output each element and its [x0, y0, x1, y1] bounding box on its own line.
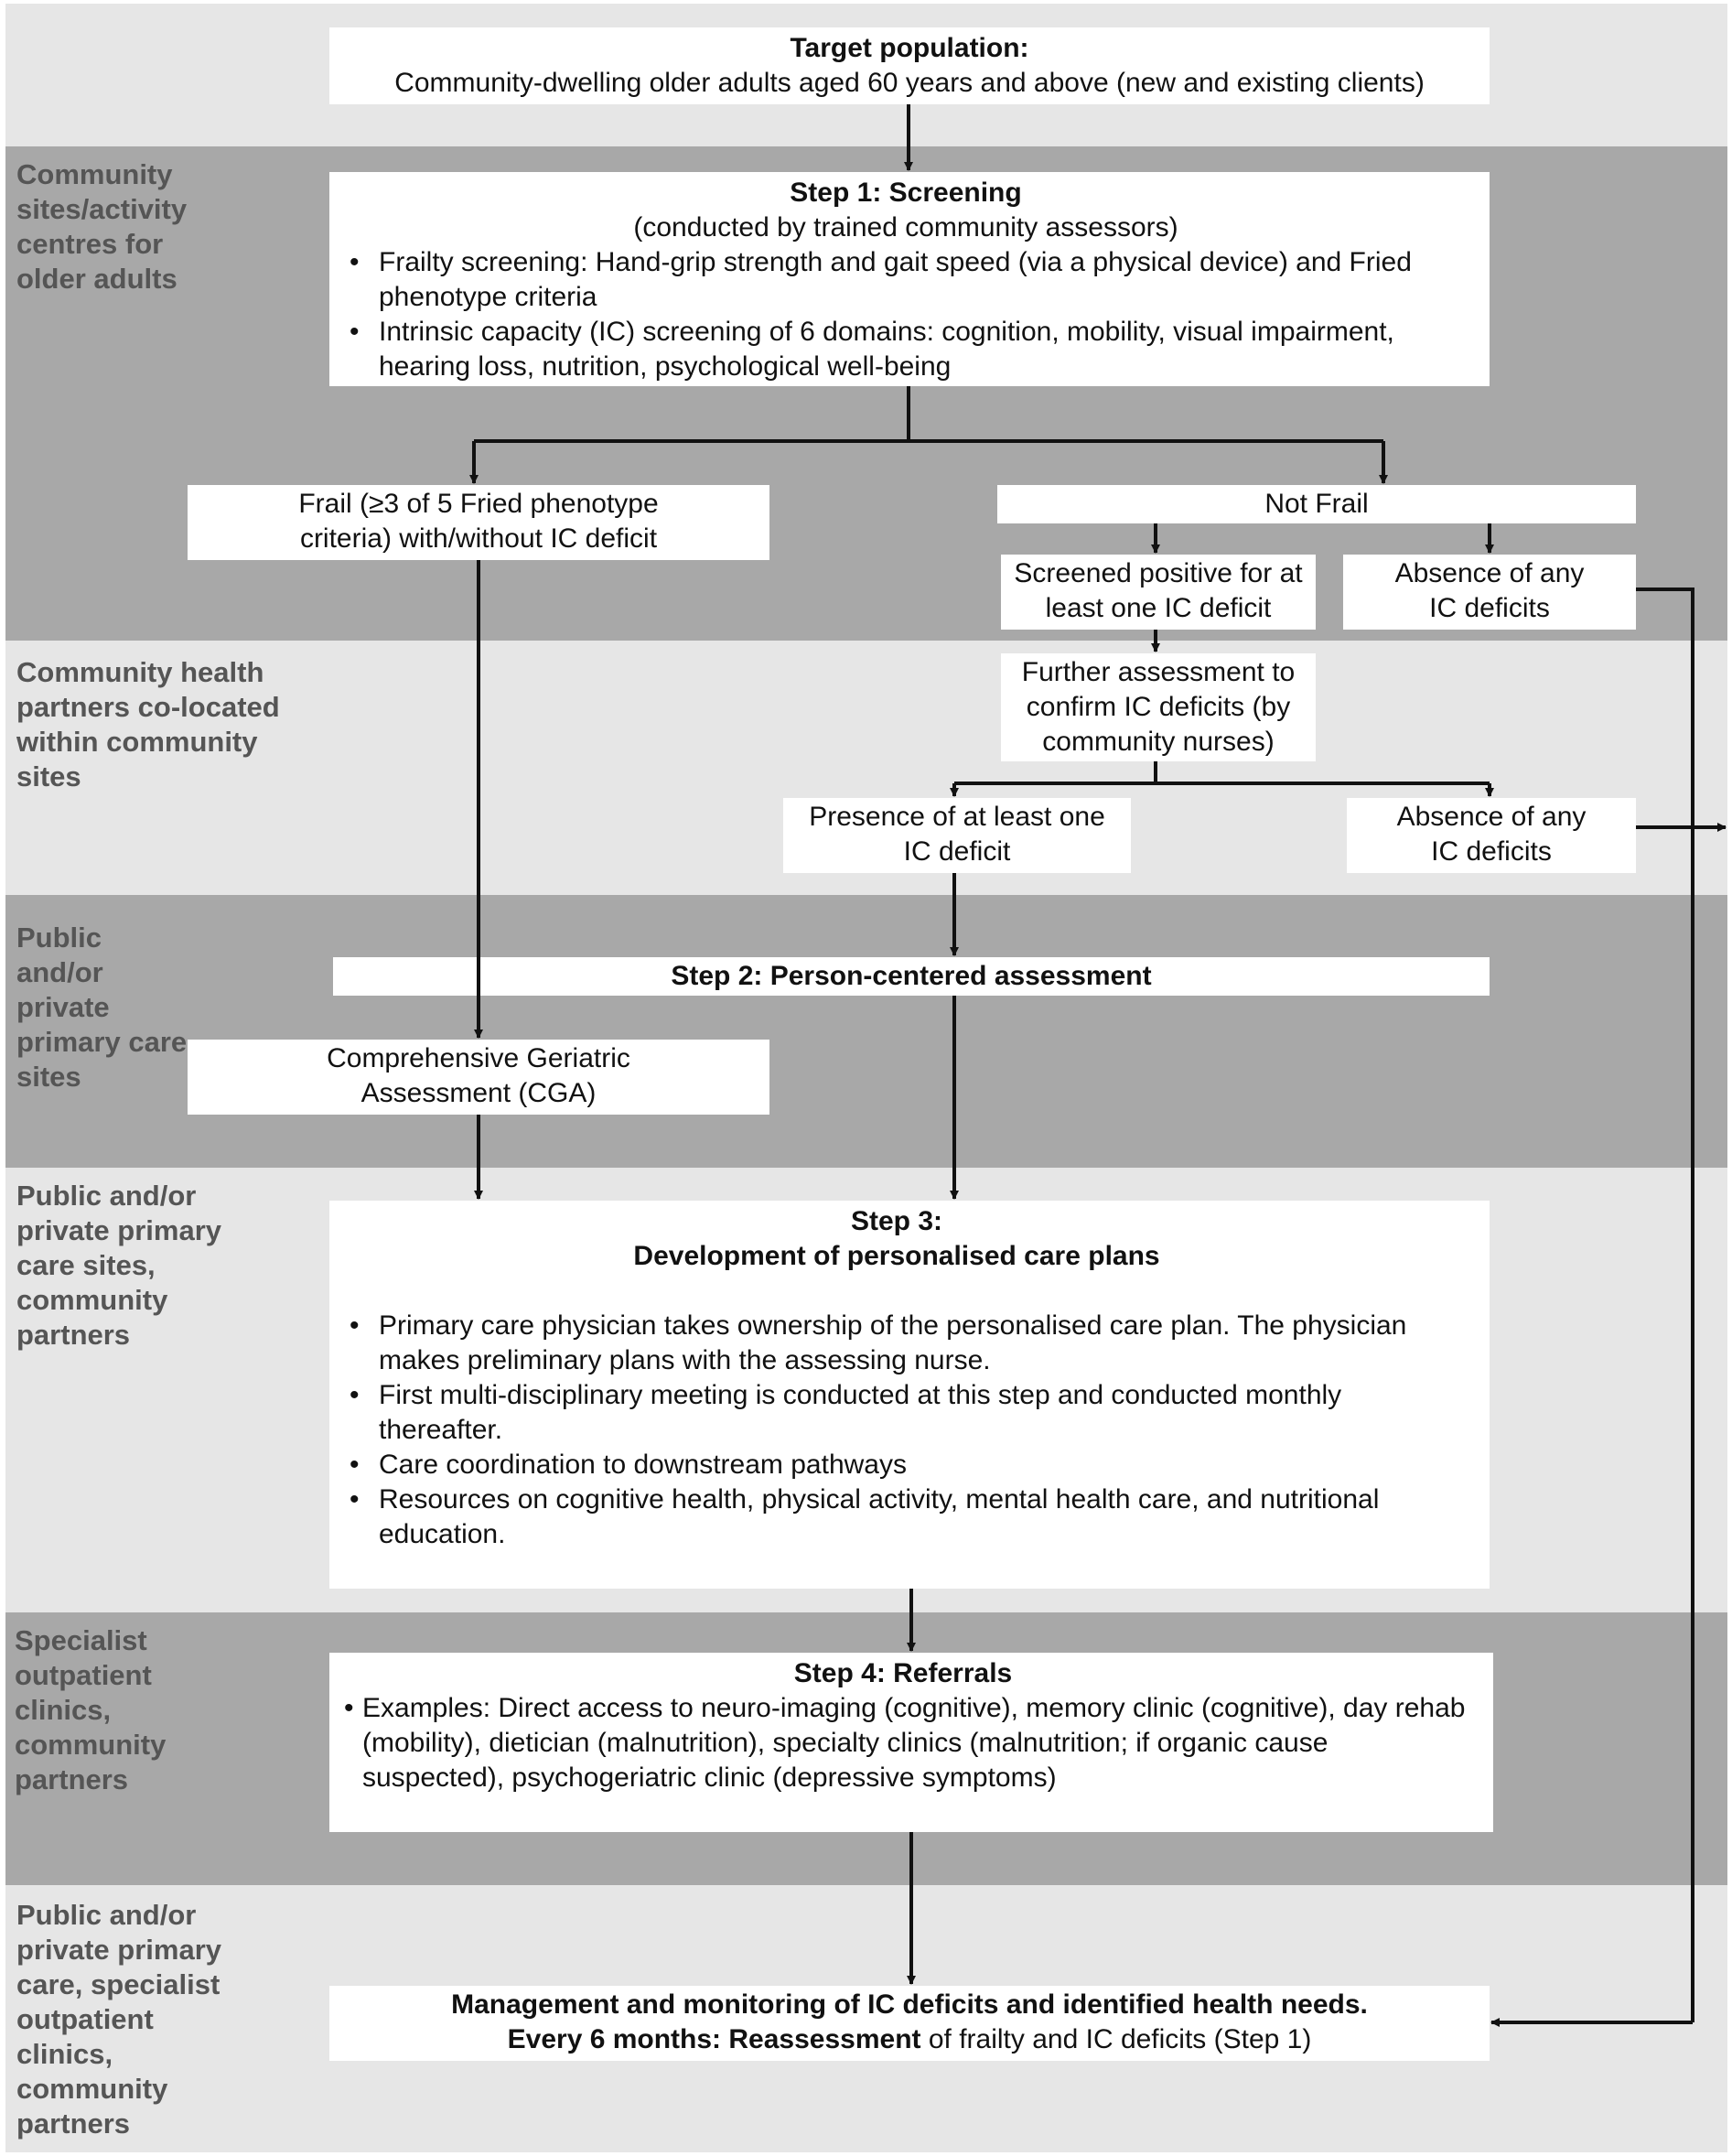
frail-box: Frail (≥3 of 5 Fried phenotype criteria)… — [188, 485, 769, 560]
step4-title-bold: Step 4 — [793, 1658, 877, 1688]
step3-bullet-resources: Resources on cognitive health, physical … — [340, 1482, 1453, 1552]
further-assessment-box: Further assessment to confirm IC deficit… — [1001, 653, 1316, 761]
line-absence1-right — [1636, 588, 1694, 2022]
step1-title: Step 1: Screening — [790, 178, 1022, 208]
target-title: Target population: — [790, 33, 1029, 63]
management-line2-bold: Every 6 months: Reassessment — [507, 2024, 921, 2054]
screened-positive-box: Screened positive for at least one IC de… — [1001, 555, 1316, 630]
absence-ic-deficits-box-2: Absence of any IC deficits — [1347, 798, 1636, 873]
management-line2: Every 6 months: Reassessment of frailty … — [329, 2022, 1490, 2057]
step1-screening-box: Step 1: Screening (conducted by trained … — [329, 172, 1490, 386]
lane-primary-care — [5, 895, 1727, 1168]
not-frail-box: Not Frail — [997, 485, 1636, 523]
step3-bullet-mdt-meeting: First multi-disciplinary meeting is cond… — [340, 1378, 1453, 1448]
step3-title: Step 3: — [850, 1206, 943, 1236]
management-monitoring-box: Management and monitoring of IC deficits… — [329, 1986, 1490, 2061]
step4-title: Step 4: Referrals — [335, 1656, 1471, 1691]
step3-bullet-physician: Primary care physician takes ownership o… — [340, 1309, 1453, 1378]
step4-bullet-examples: Examples: Direct access to neuro-imaging… — [335, 1691, 1471, 1795]
lane-label-community-health-partners: Community health partners co-located wit… — [16, 656, 280, 792]
target-population-box: Target population: Community-dwelling ol… — [329, 27, 1490, 104]
management-line2-rest: of frailty and IC deficits (Step 1) — [920, 2024, 1312, 2054]
lane-label-specialist: Specialist outpatient clinics, community… — [15, 1624, 167, 1795]
step1-bullet-frailty: Frailty screening: Hand-grip strength an… — [340, 245, 1471, 315]
absence-ic-deficits-box-1: Absence of any IC deficits — [1343, 555, 1636, 630]
step3-subtitle: Development of personalised care plans — [633, 1241, 1160, 1271]
step4-title-rest: : Referrals — [876, 1658, 1013, 1688]
lane-label-primary-care: Public and/or private primary care sites — [16, 922, 188, 1093]
lane-label-management: Public and/or private primary care, spec… — [16, 1899, 221, 2140]
step4-referrals-box: Step 4: Referrals Examples: Direct acces… — [329, 1653, 1493, 1832]
target-text: Community-dwelling older adults aged 60 … — [394, 68, 1425, 98]
step1-subtitle: (conducted by trained community assessor… — [633, 212, 1178, 243]
cga-box: Comprehensive Geriatric Assessment (CGA) — [188, 1040, 769, 1115]
management-line1: Management and monitoring of IC deficits… — [451, 1989, 1368, 2020]
step1-bullet-ic: Intrinsic capacity (IC) screening of 6 d… — [340, 315, 1471, 384]
presence-ic-deficit-box: Presence of at least one IC deficit — [783, 798, 1131, 873]
step2-person-centered-box: Step 2: Person-centered assessment — [333, 957, 1490, 996]
lane-label-community-sites: Community sites/activity centres for old… — [16, 158, 188, 295]
step3-care-plans-box: Step 3: Development of personalised care… — [329, 1201, 1490, 1589]
step3-bullet-care-coordination: Care coordination to downstream pathways — [340, 1448, 1453, 1482]
lane-label-primary-care-community: Public and/or private primary care sites… — [16, 1180, 221, 1351]
